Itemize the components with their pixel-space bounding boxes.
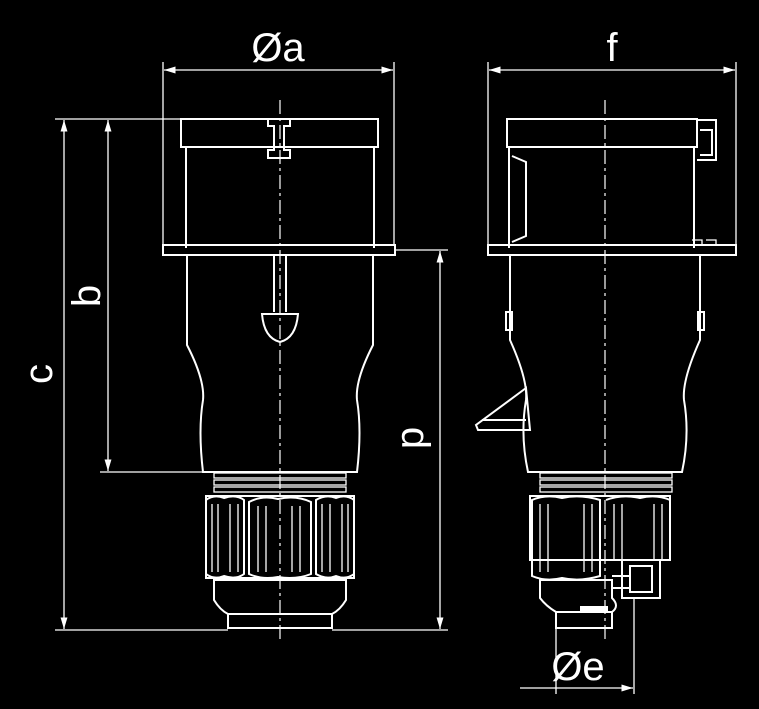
front-key-slot <box>267 120 291 159</box>
front-view <box>162 100 396 640</box>
label-d: d <box>393 427 437 449</box>
side-lower-body <box>509 255 701 473</box>
label-b: b <box>65 285 109 307</box>
dimension-lines <box>55 62 737 694</box>
side-bottom-cap <box>539 579 617 629</box>
label-f: f <box>606 26 618 70</box>
front-earth-pin <box>260 255 300 344</box>
side-clamp-nut <box>621 559 661 599</box>
side-upper-body <box>508 147 695 248</box>
side-gland-nut <box>529 495 671 581</box>
side-window <box>511 155 527 243</box>
front-lower-body <box>186 255 374 473</box>
label-c: c <box>17 364 61 384</box>
side-latch <box>697 119 717 161</box>
label-a: Øa <box>251 26 305 70</box>
side-flange <box>487 244 737 256</box>
side-lever <box>474 386 532 431</box>
label-e: Øe <box>551 645 604 689</box>
front-gland-nut <box>205 495 355 579</box>
side-view <box>474 100 737 640</box>
front-upper-body <box>185 147 375 248</box>
side-thread <box>539 472 673 493</box>
side-top-cap <box>506 118 698 148</box>
front-flange <box>162 244 396 256</box>
